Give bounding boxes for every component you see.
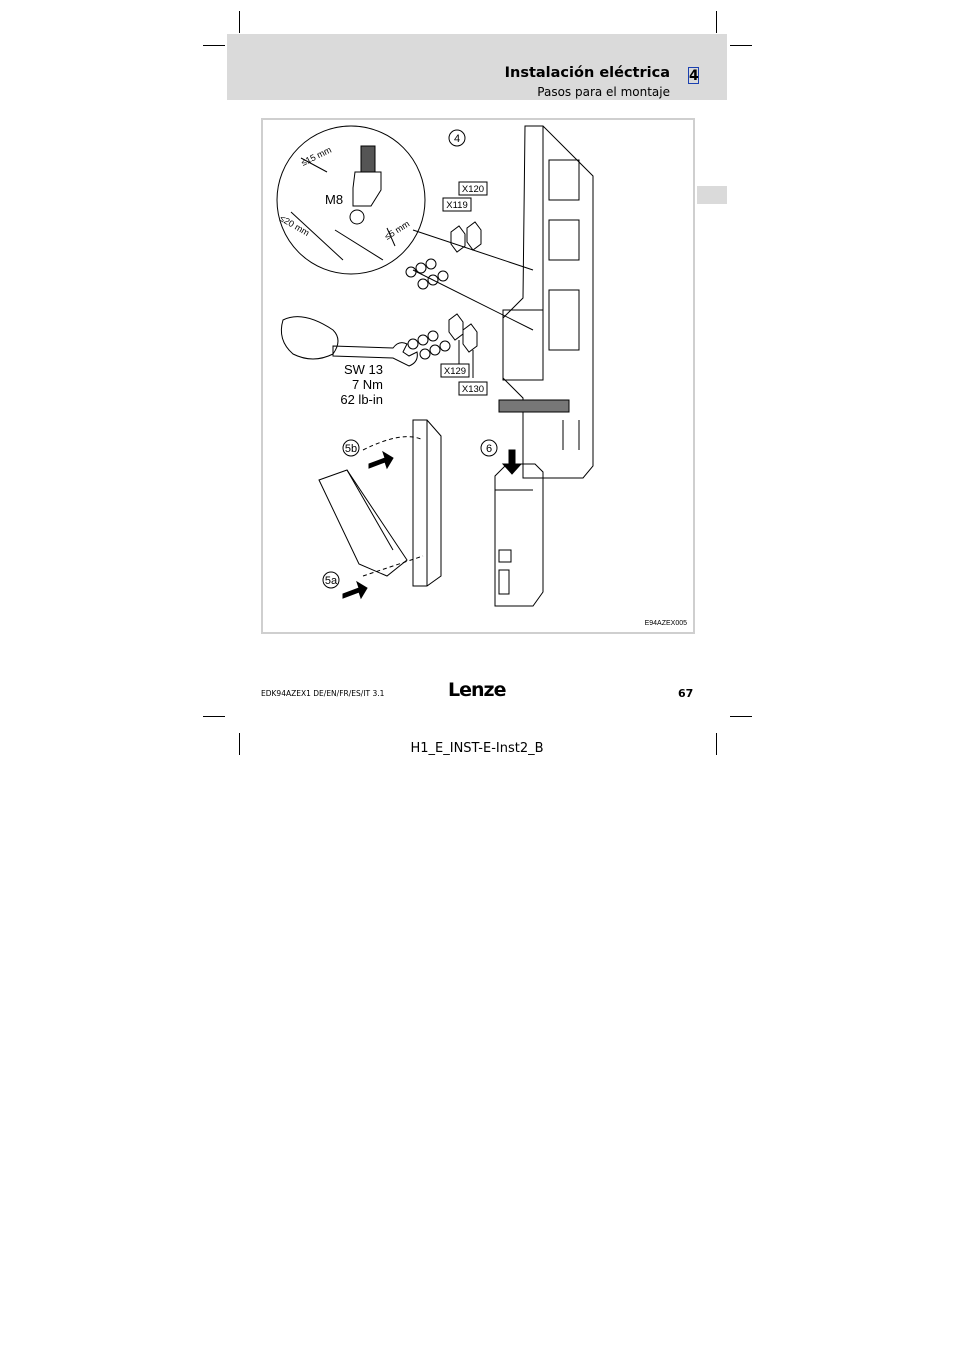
step-label: 5b: [345, 443, 357, 455]
connector-label: X129: [444, 366, 466, 377]
chapter-side-tab: [697, 186, 727, 204]
section-title: Instalación eléctrica: [504, 65, 670, 81]
crop-mark: [730, 716, 752, 717]
wrench-icon: [332, 342, 418, 367]
torque-lbin-label: 62 lb-in: [340, 392, 383, 407]
cover-module-icon: [494, 463, 544, 607]
step-circle: [322, 571, 340, 589]
header-band: Instalación eléctrica Pasos para el mont…: [227, 34, 727, 100]
slug-text: H1_E_INST-E-Inst2_B: [410, 741, 544, 756]
connector-label: X119: [446, 200, 467, 211]
connector-label: X130: [462, 384, 484, 395]
connector-label: X120: [462, 184, 484, 195]
cable-lug-icon: [448, 313, 464, 341]
crop-mark: [716, 11, 717, 33]
hand-icon: [280, 316, 339, 360]
drive-module-icon: [498, 125, 594, 479]
cable-lug-icon: [450, 225, 466, 253]
torque-nm-label: 7 Nm: [352, 377, 383, 392]
step-circle: [480, 439, 498, 457]
cover-module-icon: [318, 419, 442, 587]
dimension-label: ≤15 mm: [299, 145, 333, 168]
crop-mark: [730, 45, 752, 46]
wrench-size-label: SW 13: [344, 362, 383, 377]
connector-label-box: [458, 381, 488, 396]
dimension-label: ≤5 mm: [383, 219, 412, 242]
bolt-label: M8: [325, 192, 343, 207]
arrow-icon: [501, 449, 523, 475]
connector-label-box: [442, 197, 472, 212]
connector-label-box: [440, 363, 470, 378]
detail-circle: [276, 125, 426, 275]
arrow-icon: [342, 580, 368, 600]
step-circle: [448, 129, 466, 147]
crop-mark: [203, 45, 225, 46]
section-subtitle: Pasos para el montaje: [537, 85, 670, 99]
assembly-illustration: 4 5b 6 5a M8 ≤15 mm ≤20 mm ≤5 mm X120 X1…: [276, 125, 594, 607]
crop-mark: [239, 11, 240, 33]
connector-label-box: [458, 181, 488, 196]
crop-mark: [239, 733, 240, 755]
bolt-icon: [360, 145, 376, 173]
chapter-number[interactable]: 4: [688, 67, 699, 84]
crop-mark: [716, 733, 717, 755]
washer-set-icon: [407, 330, 451, 360]
dimension-label: ≤20 mm: [278, 213, 311, 238]
step-circle: [342, 439, 360, 457]
arrow-icon: [368, 450, 394, 470]
figure-frame: 4 5b 6 5a M8 ≤15 mm ≤20 mm ≤5 mm X120 X1…: [261, 118, 695, 634]
lenze-logo: Lenze: [448, 679, 506, 701]
step-label: 4: [454, 133, 460, 145]
document-code: EDK94AZEX1 DE/EN/FR/ES/IT 3.1: [261, 689, 385, 698]
step-label: 5a: [325, 575, 338, 587]
figure-id: E94AZEX005: [644, 620, 687, 627]
step-label: 6: [486, 443, 492, 455]
crop-mark: [203, 716, 225, 717]
washer-set-icon: [405, 258, 449, 290]
page-number: 67: [678, 687, 694, 700]
